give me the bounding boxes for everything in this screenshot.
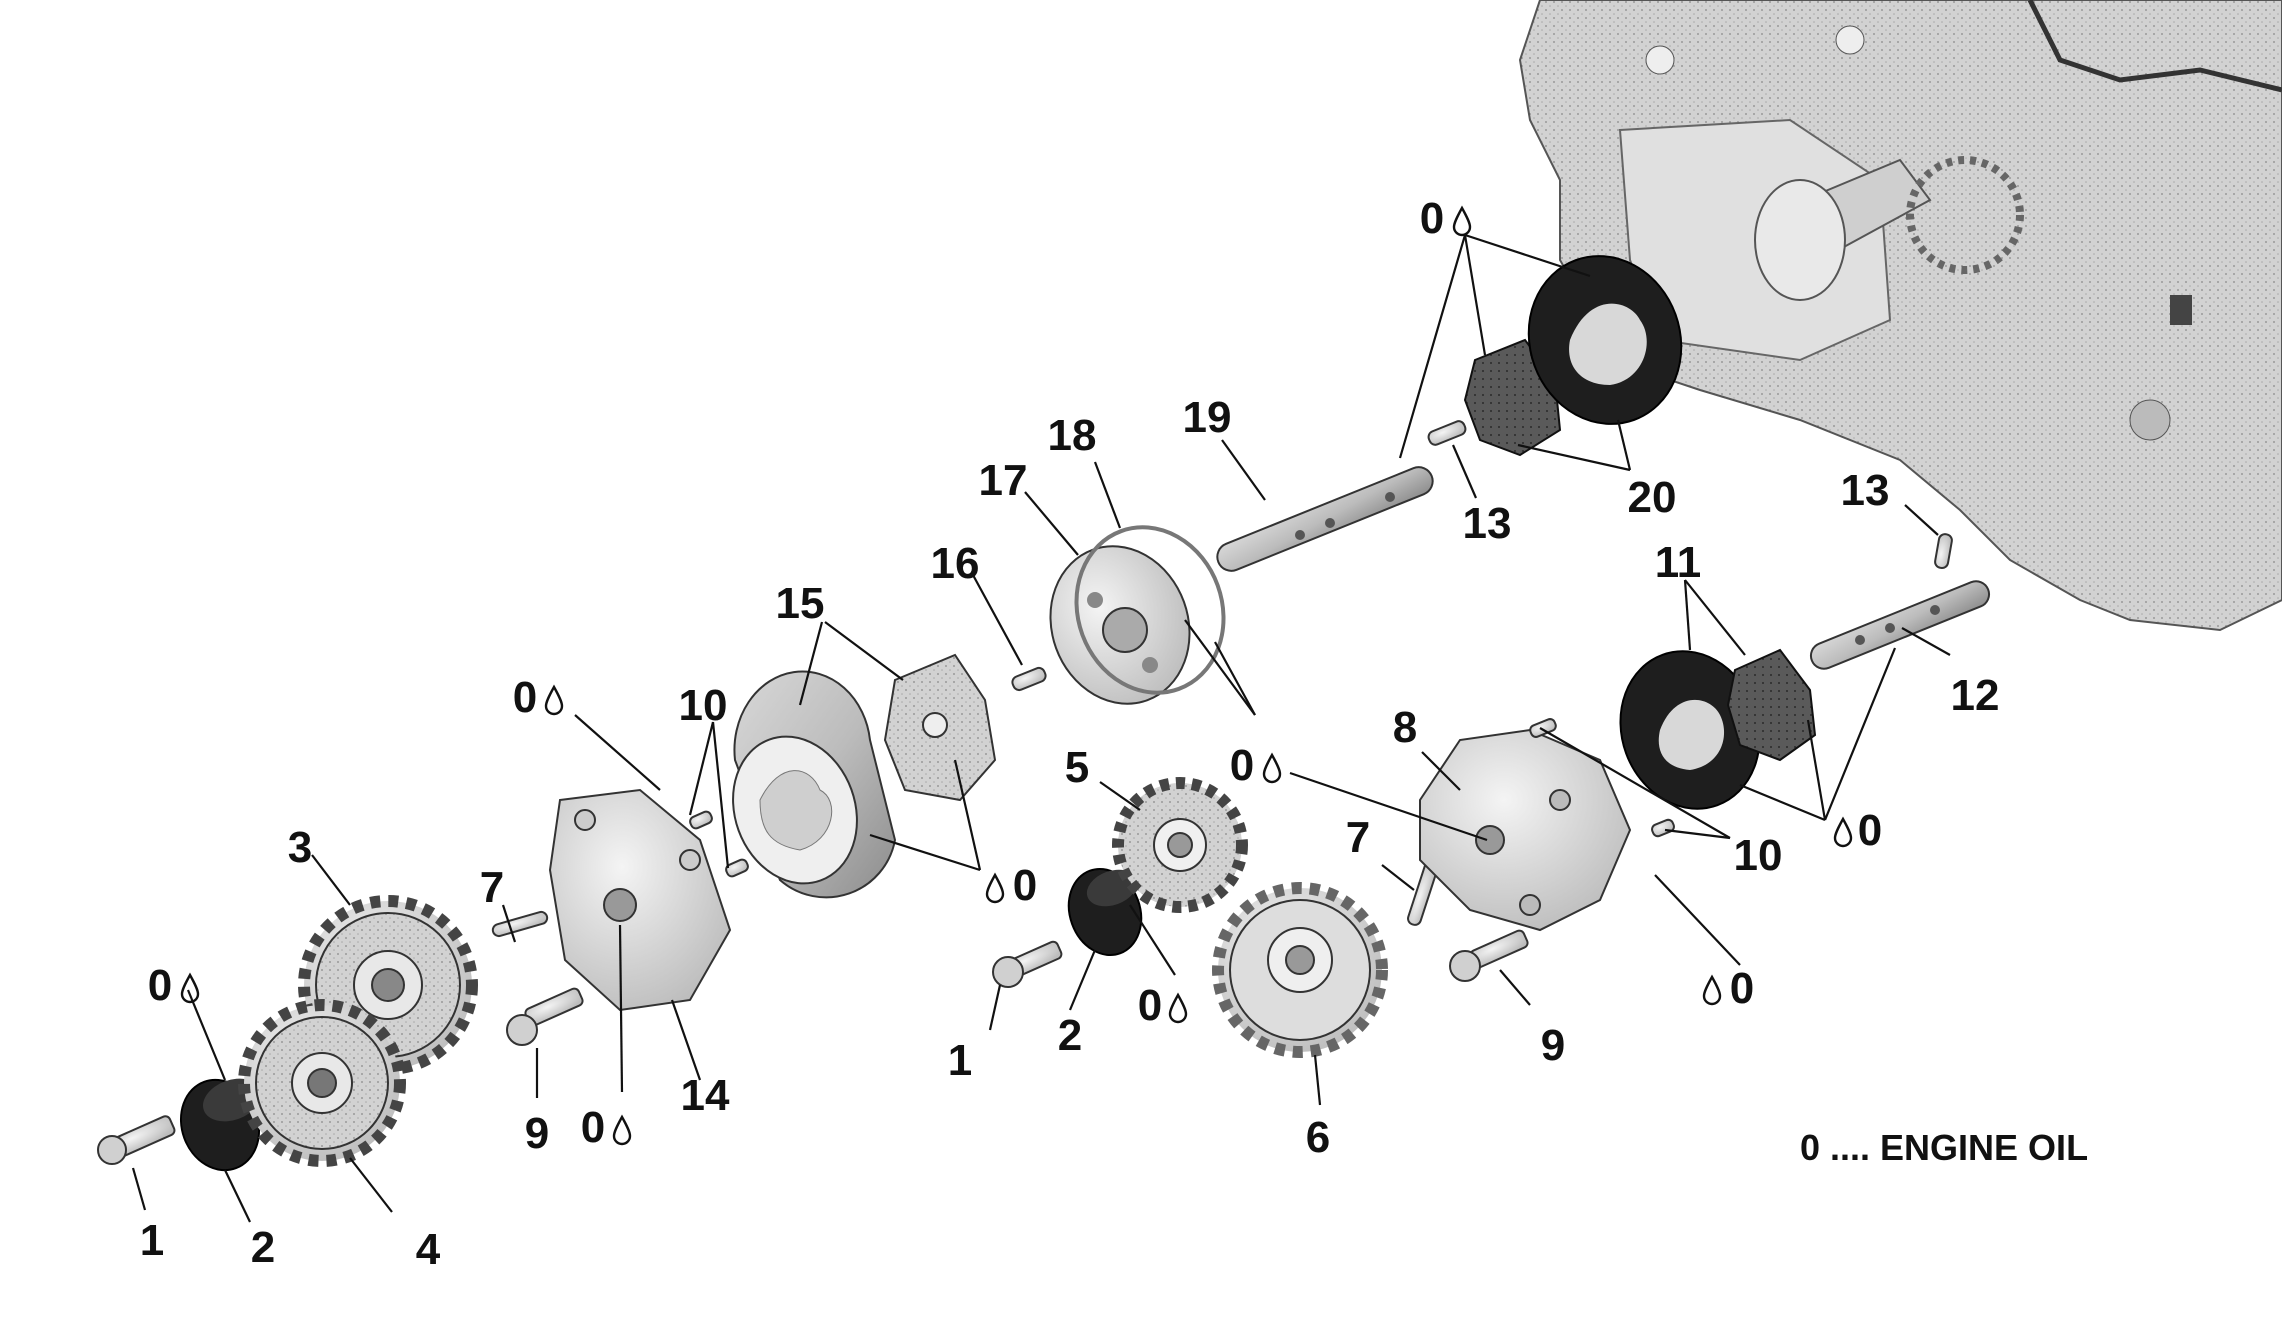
shaft-12	[1809, 580, 1991, 670]
callout-1-right: 1	[948, 1036, 972, 1085]
svg-text:0: 0	[513, 673, 537, 722]
oil-symbol-4: 0	[985, 861, 1037, 910]
callout-9-right: 9	[1541, 1021, 1565, 1070]
callout-7-left: 7	[480, 863, 504, 912]
callout-17: 17	[979, 456, 1028, 505]
callout-labels: 1 2 3 4 7 9 10 14 15 16 17 18 19 13 20 5…	[140, 393, 2000, 1274]
callout-4: 4	[416, 1225, 441, 1274]
engine-crankcase	[1518, 0, 2282, 632]
gear-5	[1112, 777, 1248, 913]
pump-housing-8	[1419, 728, 1632, 932]
bolt-9-right	[1449, 929, 1529, 982]
callout-12: 12	[1951, 671, 2000, 720]
outer-rotor-20	[1527, 255, 1683, 425]
oil-symbol-2: 0	[513, 673, 564, 722]
dowel-10-right	[1529, 718, 1675, 838]
oil-symbol-1: 0	[148, 961, 200, 1010]
callout-20: 20	[1628, 473, 1677, 522]
dowel-10-left	[689, 810, 749, 878]
callout-3: 3	[288, 823, 312, 872]
callout-6: 6	[1306, 1113, 1330, 1162]
oil-symbol-5: 0	[1230, 741, 1282, 790]
svg-text:0: 0	[1420, 194, 1444, 243]
pump-cover-14	[548, 788, 732, 1012]
bolt-1-right	[992, 940, 1063, 988]
callout-2-left: 2	[251, 1223, 275, 1272]
oil-symbol-7: 0	[1702, 964, 1754, 1013]
callout-13-right: 13	[1841, 466, 1890, 515]
svg-text:0: 0	[1730, 964, 1754, 1013]
svg-text:0: 0	[1858, 806, 1882, 855]
inner-rotor-11	[1726, 648, 1817, 762]
callout-10-right: 10	[1734, 831, 1783, 880]
oil-symbol-9: 0	[1420, 194, 1472, 243]
bolt-9-left	[506, 987, 584, 1046]
oil-symbol-8: 0	[1833, 806, 1882, 855]
callout-10-left: 10	[679, 681, 728, 730]
callout-11: 11	[1655, 538, 1702, 587]
oil-symbol-6: 0	[1138, 981, 1188, 1030]
shaft-19	[1216, 466, 1434, 572]
oil-symbol-3: 0	[581, 1103, 632, 1152]
callout-5: 5	[1065, 743, 1089, 792]
pump-plate-17	[1049, 545, 1191, 705]
pin-16	[1011, 666, 1047, 692]
o-ring-18	[1074, 525, 1226, 695]
pin-13-right	[1934, 533, 1953, 570]
callout-16: 16	[931, 539, 980, 588]
svg-text:0: 0	[581, 1103, 605, 1152]
pin-13-upper	[1427, 420, 1467, 446]
callout-14: 14	[681, 1071, 730, 1120]
pin-7-left	[491, 910, 549, 938]
leader-lines	[131, 233, 1951, 1223]
callout-13-upper: 13	[1463, 499, 1512, 548]
callout-2-right: 2	[1058, 1011, 1082, 1060]
outer-rotor-15	[732, 670, 897, 899]
callout-7-right: 7	[1346, 813, 1370, 862]
inner-rotor-16	[883, 653, 997, 802]
plug-2-right	[1067, 867, 1143, 957]
bolt-1-left	[97, 1115, 176, 1165]
oil-symbols: 0 0 0 0 0 0 0 0	[148, 194, 1882, 1152]
callout-1-left: 1	[140, 1216, 164, 1265]
outer-rotor-11	[1619, 650, 1761, 810]
callout-9-left: 9	[525, 1109, 549, 1158]
svg-text:0: 0	[1138, 981, 1162, 1030]
legend-engine-oil: 0 .... ENGINE OIL	[1800, 1127, 2088, 1168]
callout-18: 18	[1048, 411, 1097, 460]
callout-8: 8	[1393, 703, 1417, 752]
svg-text:0: 0	[1013, 861, 1037, 910]
callout-15: 15	[776, 579, 825, 628]
callout-19: 19	[1183, 393, 1232, 442]
gear-6	[1212, 882, 1388, 1058]
svg-text:0: 0	[148, 961, 172, 1010]
gear-4	[238, 999, 406, 1167]
svg-text:0: 0	[1230, 741, 1254, 790]
